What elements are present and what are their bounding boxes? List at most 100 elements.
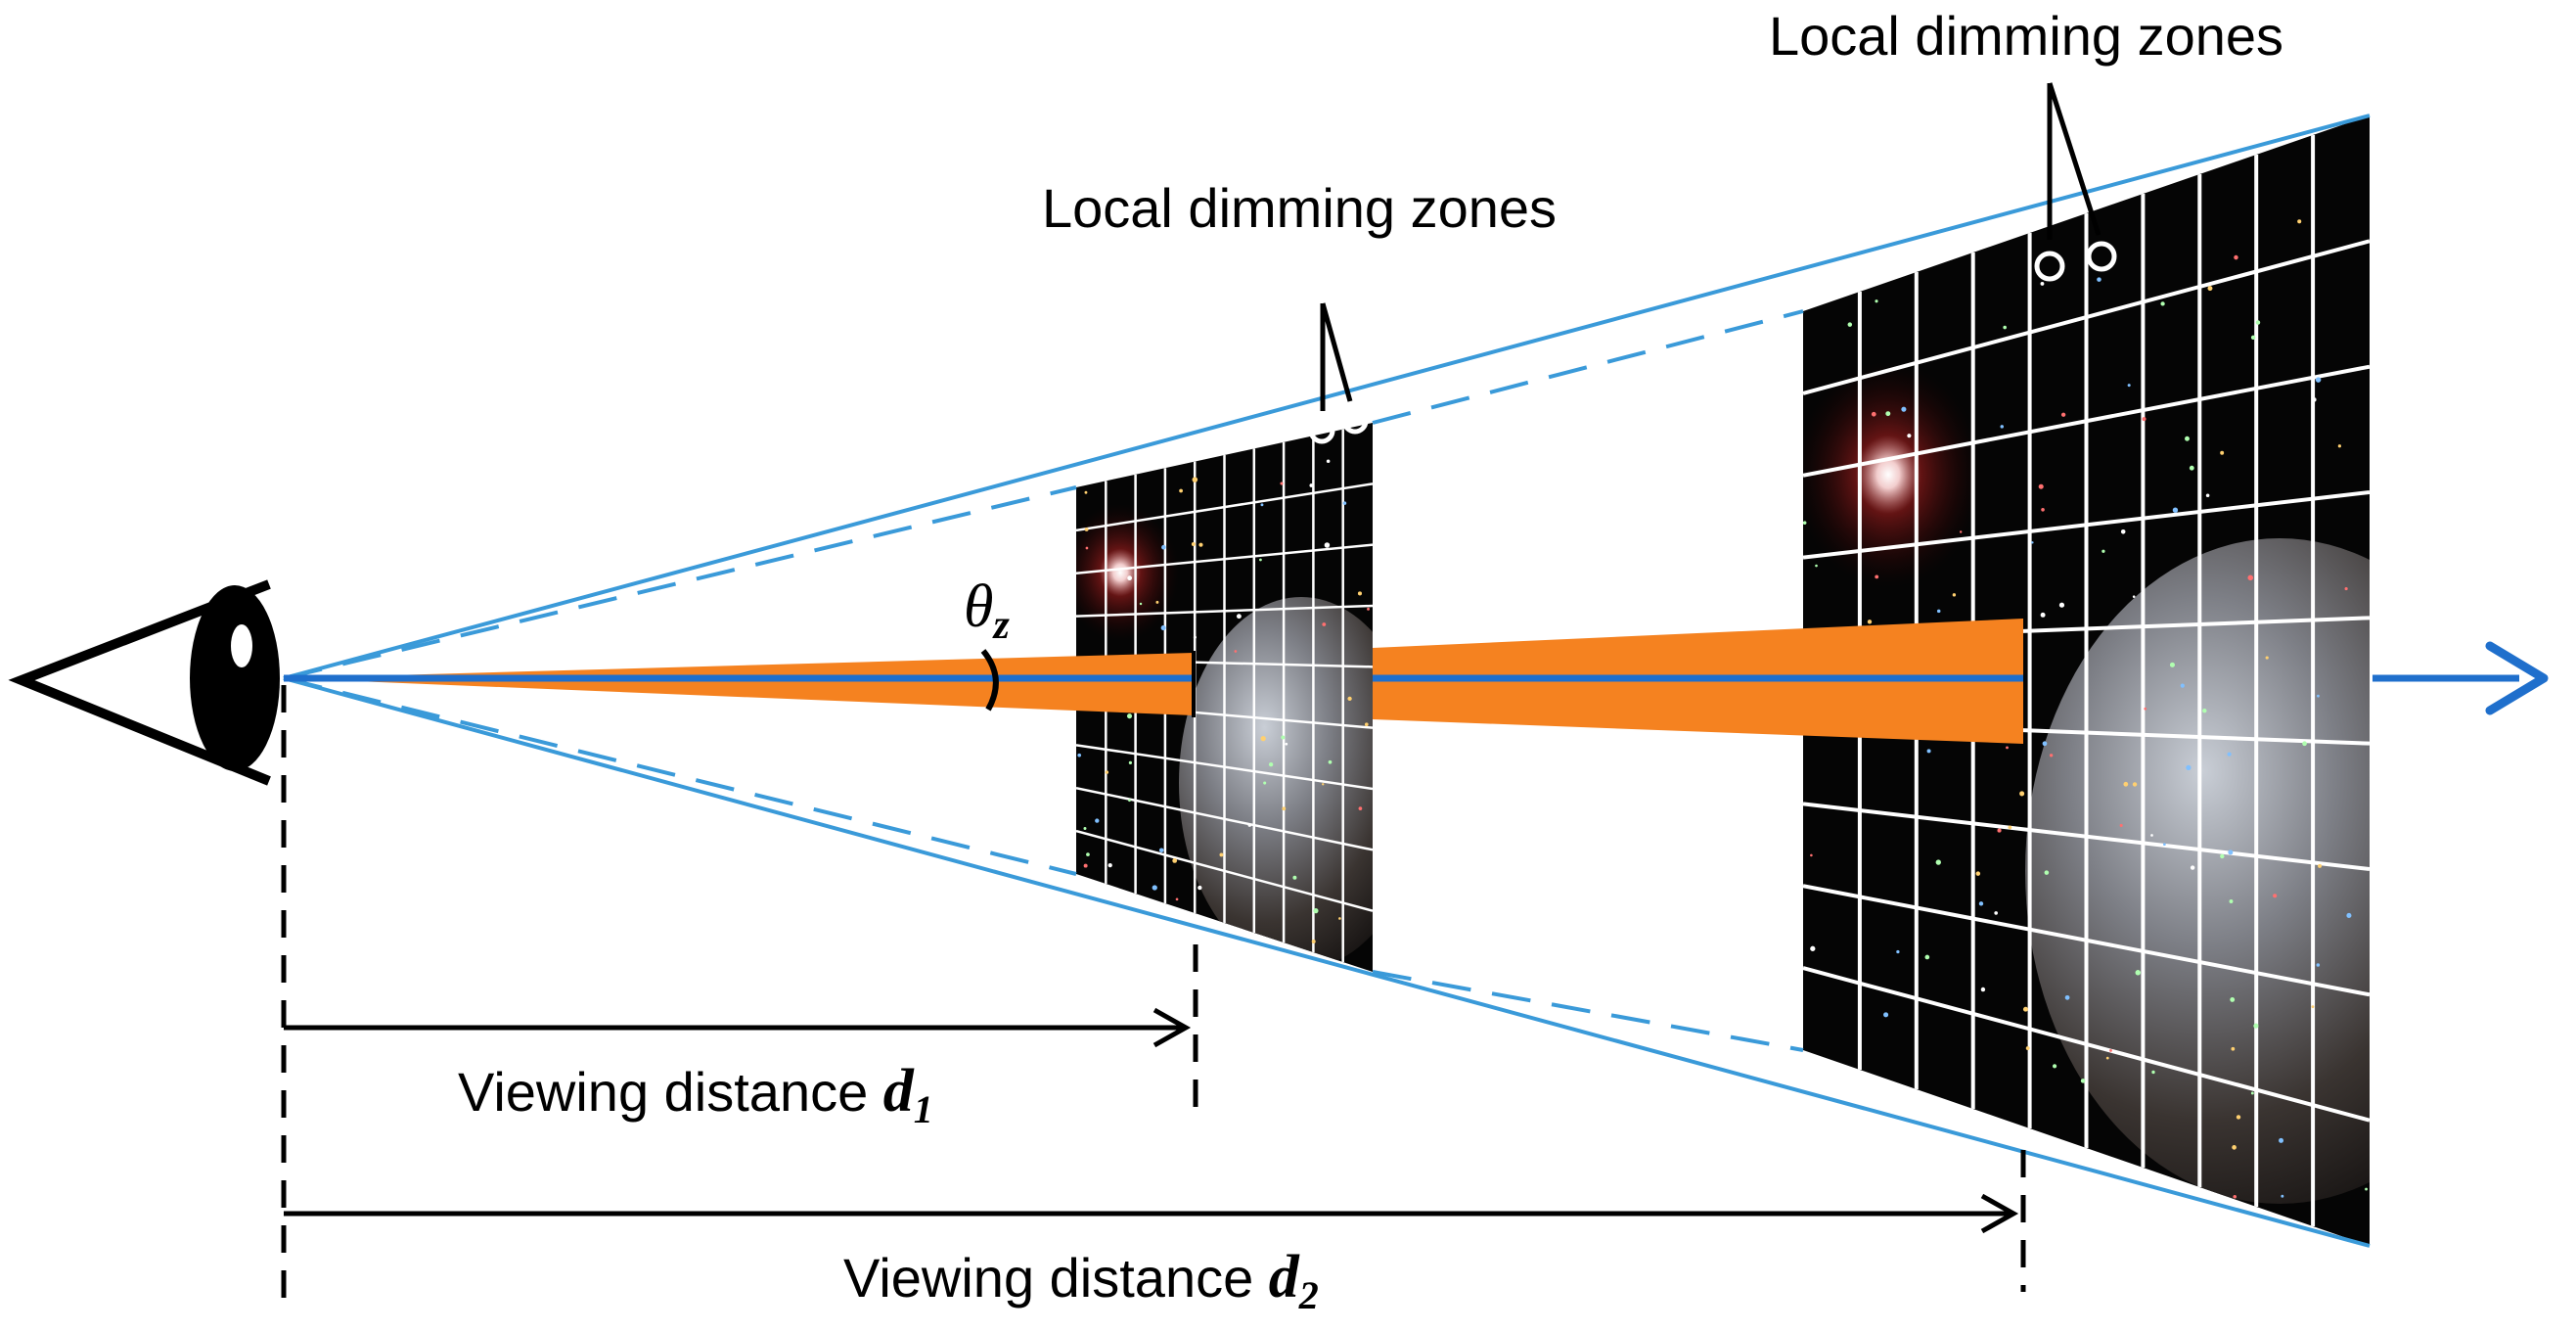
far-upper-dashed-line xyxy=(1372,309,1804,425)
star-dot xyxy=(2101,549,2105,553)
star-dot xyxy=(1139,602,1143,606)
star-dot xyxy=(2337,444,2341,448)
star-dot xyxy=(1309,483,1314,487)
near-zones-label: Local dimming zones xyxy=(1042,177,1557,239)
star-dot xyxy=(1324,542,1331,548)
zone-grid-line xyxy=(1076,482,1373,532)
star-dot xyxy=(1364,722,1369,727)
star-dot xyxy=(2038,483,2044,489)
arrow-right-icon xyxy=(2485,641,2549,715)
star-dot xyxy=(1810,853,1813,857)
star-dot xyxy=(2049,754,2054,758)
star-dot xyxy=(2229,899,2234,903)
star-dot xyxy=(1867,620,1873,624)
star-dot xyxy=(1322,622,1327,626)
star-dot xyxy=(1128,799,1131,803)
star-dot xyxy=(2064,994,2070,1000)
star-dot xyxy=(1192,477,1198,482)
star-dot xyxy=(2205,493,2210,498)
star-dot xyxy=(2220,450,2225,455)
star-dot xyxy=(2344,586,2348,591)
star-dot xyxy=(2233,1195,2237,1199)
star-dot xyxy=(2135,970,2141,976)
distance-1-label: Viewing distance d1 xyxy=(458,1058,933,1131)
theta-arc xyxy=(980,649,999,712)
star-dot xyxy=(1219,852,1224,857)
near-zone-grid xyxy=(1076,429,1373,962)
zone-grid-line xyxy=(1076,829,1373,912)
star-dot xyxy=(1926,749,1931,754)
star-dot xyxy=(2058,602,2065,608)
star-dot xyxy=(1978,901,1984,906)
star-dot xyxy=(1158,848,1164,853)
star-dot xyxy=(1815,564,1818,568)
star-dot xyxy=(2231,1046,2236,1051)
zone-grid-line xyxy=(1803,364,2370,478)
far-star-glow xyxy=(1803,362,1981,587)
star-dot xyxy=(2150,834,2153,837)
star-dot xyxy=(2031,541,2034,544)
star-dot xyxy=(1338,917,1341,920)
star-dot xyxy=(2315,377,2322,383)
star-dot xyxy=(2312,397,2317,402)
star-dot xyxy=(2365,1187,2368,1191)
zone-grid-line xyxy=(1076,543,1373,575)
star-dot xyxy=(2227,752,2232,757)
far-lower-dashed-line xyxy=(1372,970,1804,1052)
star-dot xyxy=(2123,781,2129,787)
star-dot xyxy=(1326,459,1331,464)
star-dot xyxy=(2189,465,2194,471)
star-dot xyxy=(2316,963,2321,967)
star-dot xyxy=(2230,997,2236,1002)
star-dot xyxy=(1084,490,1088,494)
star-dot xyxy=(1126,713,1133,719)
star-dot xyxy=(1347,696,1352,702)
distance-markers xyxy=(281,685,2026,1311)
far-zones-callout xyxy=(2034,82,2117,282)
star-dot xyxy=(2132,595,2136,598)
star-dot xyxy=(2162,843,2166,847)
fov-upper-line xyxy=(283,114,2371,680)
star-dot xyxy=(1936,609,1941,614)
star-dot xyxy=(2044,870,2050,875)
star-dot xyxy=(1086,852,1090,856)
far-zones-label: Local dimming zones xyxy=(1769,5,2283,67)
near-lower-dashed-line xyxy=(283,676,1077,876)
star-dot xyxy=(2119,823,2123,828)
star-dot xyxy=(2346,912,2352,919)
star-dot xyxy=(1959,530,1963,533)
optical-axis xyxy=(284,641,2549,715)
star-dot xyxy=(2003,325,2007,330)
star-dot xyxy=(1280,482,1284,485)
star-dot xyxy=(2265,656,2269,660)
star-dot xyxy=(1107,863,1112,868)
zone-grid-line xyxy=(1803,239,2370,395)
zone-grid-line xyxy=(1803,802,2370,871)
star-dot xyxy=(1095,818,1100,823)
star-dot xyxy=(1083,826,1087,830)
star-dot xyxy=(1847,322,1853,327)
star-dot xyxy=(1179,488,1183,493)
star-dot xyxy=(1155,600,1159,604)
star-dot xyxy=(2042,741,2048,747)
far-display xyxy=(1803,115,2370,1246)
zone-grid-line xyxy=(1076,744,1373,791)
star-dot xyxy=(1313,908,1319,914)
star-dot xyxy=(1875,574,1879,579)
star-dot xyxy=(1322,783,1325,786)
star-dot xyxy=(1292,875,1297,880)
star-dot xyxy=(2234,254,2238,260)
star-dot xyxy=(1357,591,1363,596)
star-dot xyxy=(2041,507,2045,512)
star-dot xyxy=(2105,1056,2109,1060)
star-dot xyxy=(2127,384,2131,388)
near-angle-wedge xyxy=(284,653,1194,715)
star-dot xyxy=(2250,1091,2254,1095)
near-zones-callout xyxy=(1308,302,1369,444)
star-dot xyxy=(1285,742,1288,746)
star-dot xyxy=(2202,709,2207,713)
star-dot xyxy=(2220,853,2225,859)
star-dot xyxy=(1975,871,1981,876)
star-dot xyxy=(1311,940,1316,943)
